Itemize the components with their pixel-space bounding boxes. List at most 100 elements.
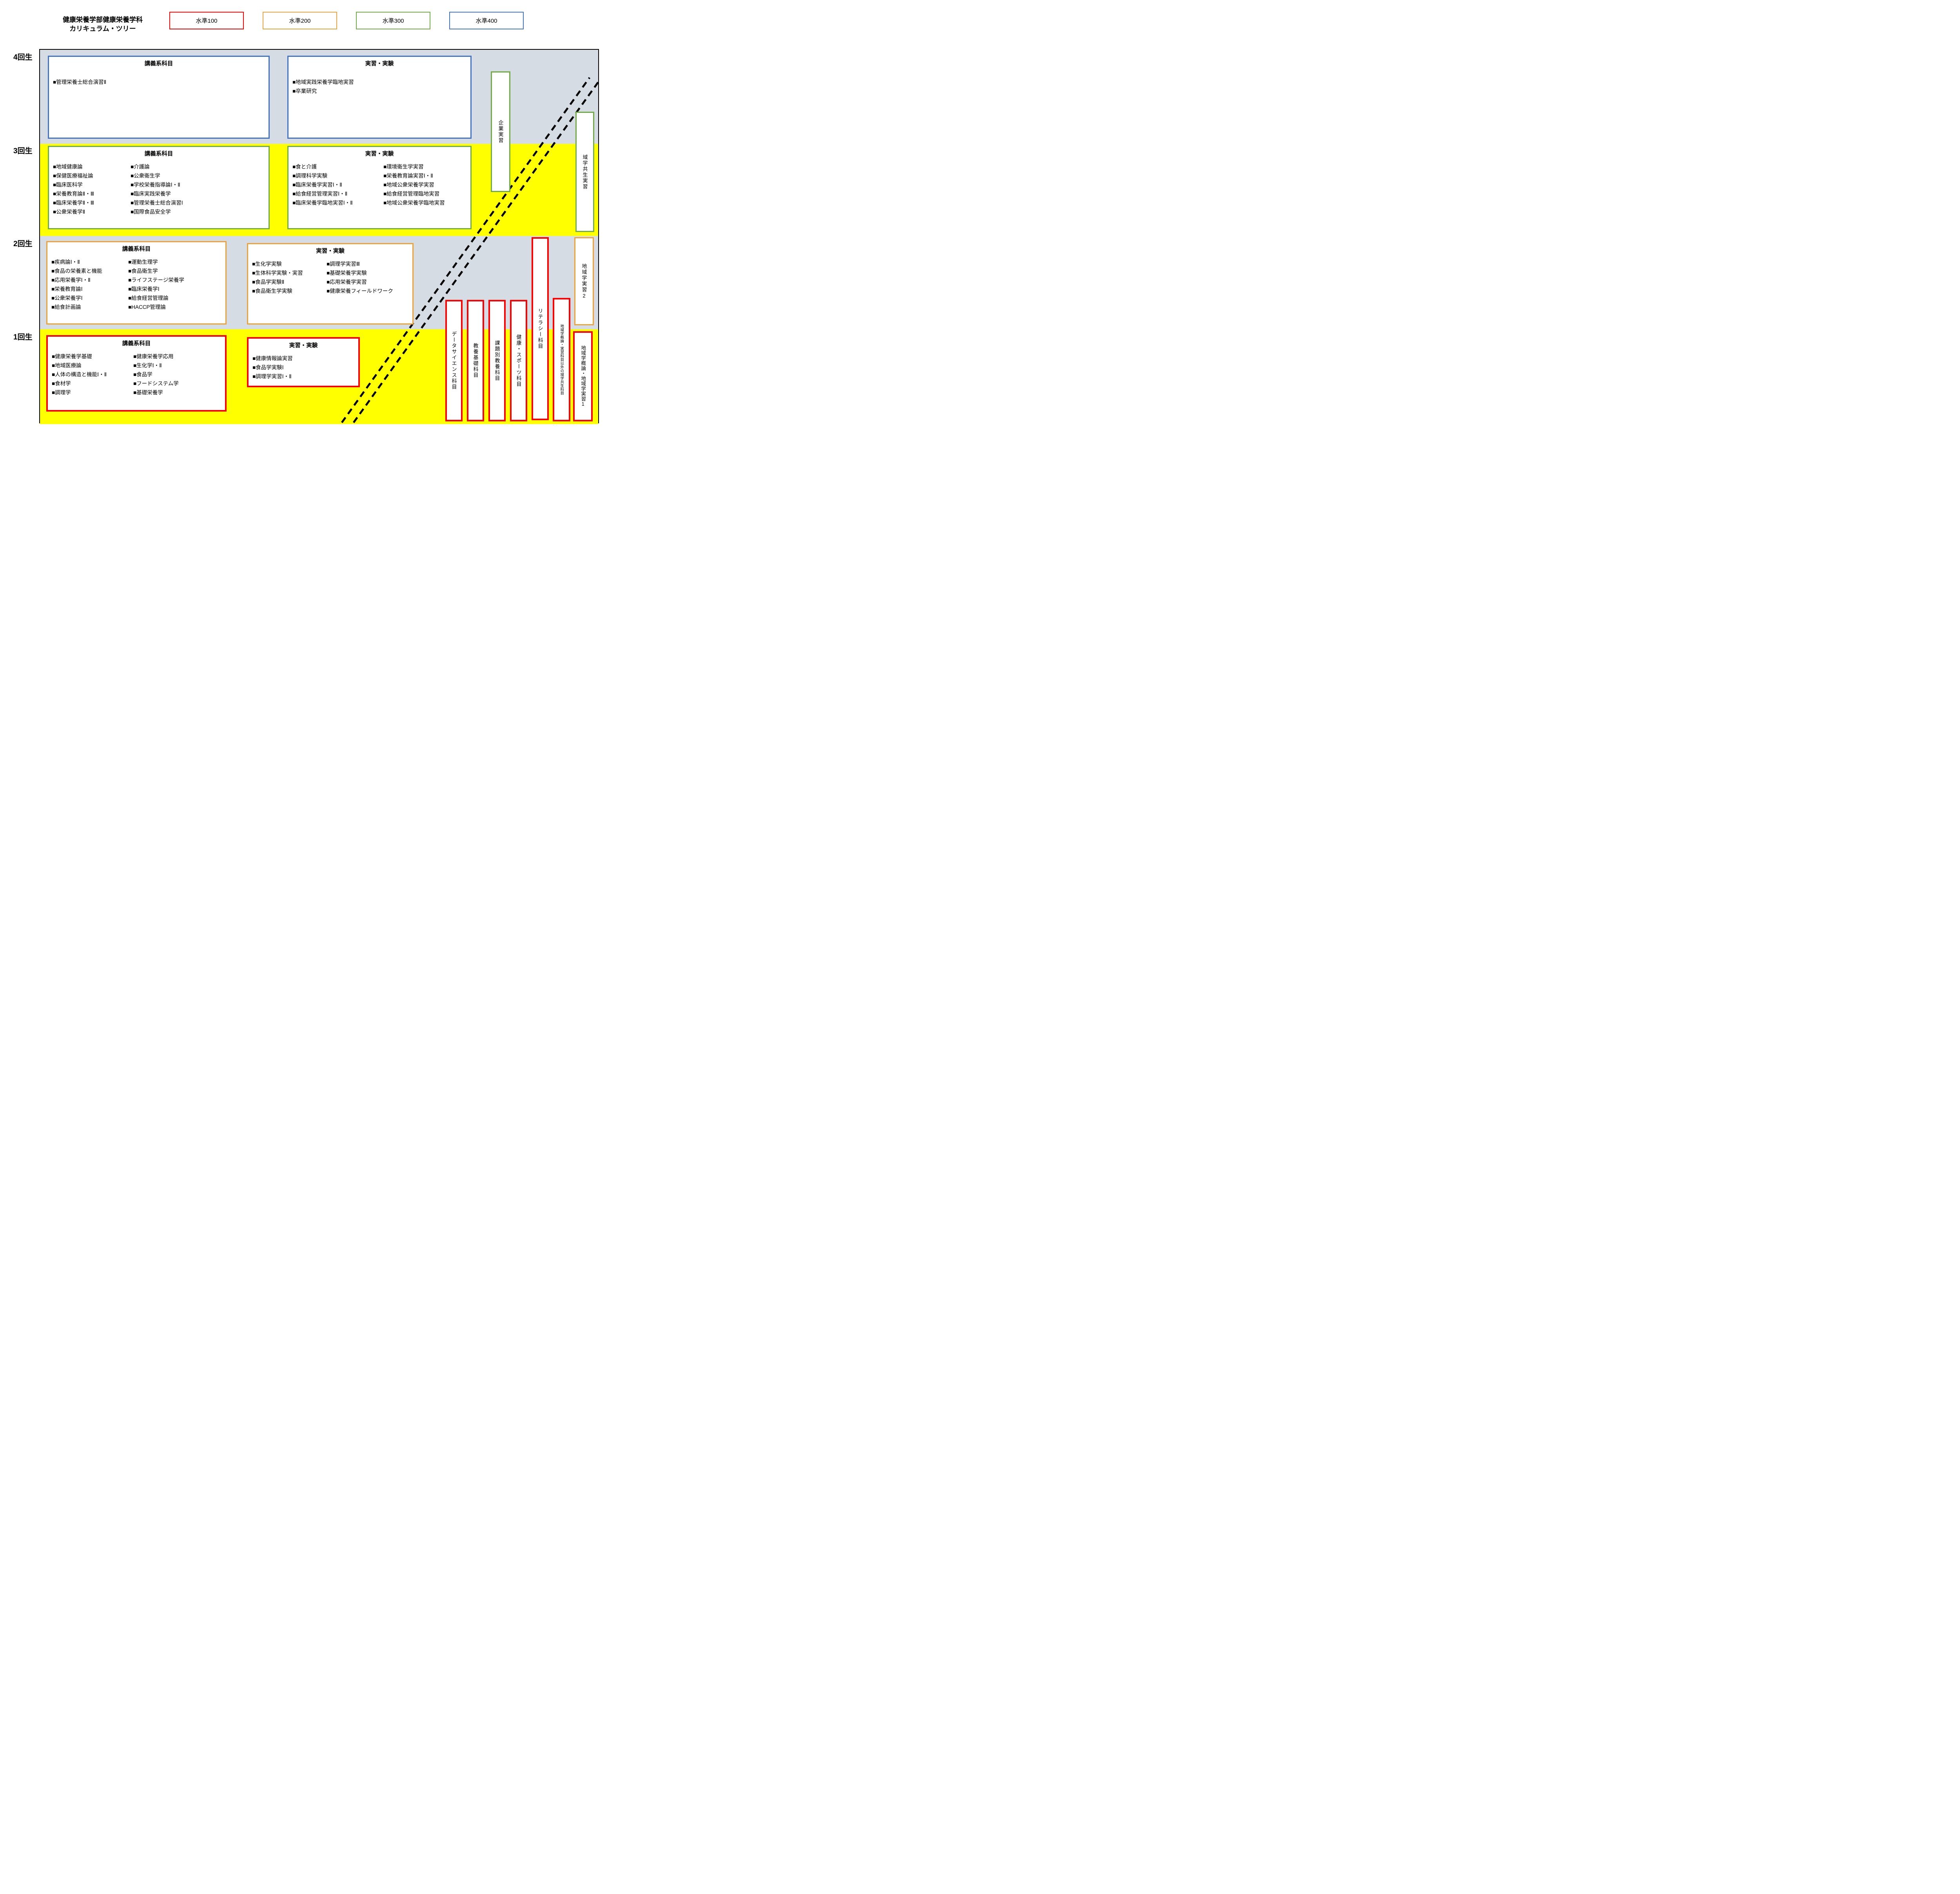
course-item: ■国際食品安全学 bbox=[131, 209, 171, 215]
course-list: ■地域実践栄養学臨地実習■卒業研究 bbox=[292, 78, 466, 96]
datascience-subjects-label: データサイエンス科目 bbox=[451, 331, 457, 390]
year3-practice-box: 実習・実験 ■食と介護 ■調理科学実験 ■臨床栄養学実習Ⅰ・Ⅱ ■給食経営管理実習Ⅰ・… bbox=[287, 146, 472, 229]
course-item: ■給食計画論 bbox=[51, 304, 81, 310]
year4-lecture-box: 講義系科目 ■管理栄養士総合演習Ⅱ bbox=[48, 56, 270, 139]
course-item: ■公衆栄養学Ⅰ bbox=[51, 295, 83, 301]
course-item: ■調理学実習Ⅲ bbox=[327, 261, 360, 267]
page-title-line1: 健康栄養学部健康栄養学科 bbox=[63, 16, 143, 24]
community-other-subjects-label: 地域学概論・実習科目以外の域学共生科目 bbox=[559, 324, 564, 395]
course-item: ■保健医療福祉論 bbox=[53, 173, 93, 179]
liberal-basic-subjects-label: 教養基礎科目 bbox=[472, 343, 479, 378]
course-item: ■給食経営管理臨地実習 bbox=[383, 191, 440, 197]
corporate-practice-box: 企業実習 bbox=[491, 71, 510, 192]
corporate-practice-label: 企業実習 bbox=[497, 120, 504, 143]
course-item: ■臨床医科学 bbox=[53, 182, 83, 188]
row-label-year1: 1回生 bbox=[13, 333, 33, 341]
legend-level-100: 水準100 bbox=[169, 12, 244, 29]
curriculum-tree-page: 健康栄養学部健康栄養学科 カリキュラム・ツリー 水準100 水準200 水準30… bbox=[0, 0, 612, 435]
community-other-subjects-box: 地域学概論・実習科目以外の域学共生科目 bbox=[553, 298, 570, 421]
box-header: 講義系科目 bbox=[144, 61, 173, 67]
course-item: ■調理科学実験 bbox=[292, 173, 328, 179]
course-list-col2: ■健康栄養学応用■生化学Ⅰ・Ⅱ■食品学■フードシステム学■基礎栄養学 bbox=[133, 352, 179, 397]
course-item: ■HACCP管理論 bbox=[128, 304, 166, 310]
course-item: ■食品の栄養素と機能 bbox=[51, 268, 102, 274]
course-item: ■環境衛生学実習 bbox=[383, 164, 424, 170]
course-list-col1: ■生化学実験■生体科学実験・実習■食品学実験Ⅱ■食品衛生学実験 bbox=[252, 259, 327, 296]
course-item: ■介護論 bbox=[131, 164, 150, 170]
course-item: ■管理栄養士総合演習Ⅰ bbox=[131, 200, 183, 206]
year1-lecture-box: 講義系科目 ■健康栄養学基礎■地域医療論■人体の構造と機能Ⅰ・Ⅱ■食材学■調理学… bbox=[46, 335, 227, 412]
community-coexist-practice-label: 域学共生実習 bbox=[582, 154, 588, 190]
course-list-col1: ■地域健康論 ■保健医療福祉論 ■臨床医科学 ■栄養教育論Ⅱ・Ⅲ ■臨床栄養学Ⅱ・Ⅲ ■公… bbox=[53, 162, 131, 216]
thematic-liberal-subjects-box: 課題別教養科目 bbox=[488, 300, 506, 421]
course-list-col2: ■調理学実習Ⅲ ■基礎栄養学実験 ■応用栄養学実習 ■健康栄養フィールドワーク bbox=[327, 259, 393, 296]
legend-label-300: 水準300 bbox=[382, 18, 404, 24]
literacy-subjects-label: リテラシー科目 bbox=[537, 308, 543, 349]
course-item: ■栄養教育論Ⅰ bbox=[51, 286, 83, 292]
course-item: ■臨床栄養学実習Ⅰ・Ⅱ bbox=[292, 182, 342, 188]
course-item: ■疾病論Ⅰ・Ⅱ bbox=[51, 259, 80, 265]
course-item: ■基礎栄養学実験 bbox=[327, 270, 367, 276]
box-header: 講義系科目 bbox=[122, 341, 151, 347]
legend-label-100: 水準100 bbox=[196, 18, 218, 24]
box-header: 実習・実験 bbox=[289, 343, 318, 349]
course-item: ■臨床実践栄養学 bbox=[131, 191, 171, 197]
legend-level-400: 水準400 bbox=[449, 12, 524, 29]
course-item: ■学校栄養指導論Ⅰ・Ⅱ bbox=[131, 182, 180, 188]
course-item: ■公衆栄養学Ⅱ bbox=[53, 209, 85, 215]
course-item: ■臨床栄養学Ⅱ・Ⅲ bbox=[53, 200, 94, 206]
course-item: ■給食経営管理実習Ⅰ・Ⅱ bbox=[292, 191, 348, 197]
course-item: ■食品学実験Ⅰ bbox=[252, 365, 284, 370]
year4-practice-box: 実習・実験 ■地域実践栄養学臨地実習■卒業研究 bbox=[287, 56, 472, 139]
year3-lecture-box: 講義系科目 ■地域健康論 ■保健医療福祉論 ■臨床医科学 ■栄養教育論Ⅱ・Ⅲ ■臨床栄養… bbox=[48, 146, 270, 229]
course-item: ■健康栄養フィールドワーク bbox=[327, 288, 393, 294]
course-item: ■地域健康論 bbox=[53, 164, 83, 170]
course-item: ■人体の構造と機能Ⅰ・Ⅱ bbox=[52, 372, 107, 377]
course-item: ■健康栄養学応用 bbox=[133, 354, 174, 359]
thematic-liberal-subjects-label: 課題別教養科目 bbox=[494, 340, 500, 381]
course-item: ■給食経営管理論 bbox=[128, 295, 169, 301]
community-intro-practice1-label: 地域学概論・地域学実習1 bbox=[580, 345, 586, 407]
course-item: ■栄養教育論Ⅱ・Ⅲ bbox=[53, 191, 94, 197]
course-item: ■食品衛生学実験 bbox=[252, 288, 292, 294]
course-item: ■食品学 bbox=[133, 372, 152, 377]
course-item: ■調理学実習Ⅰ・Ⅱ bbox=[252, 374, 292, 379]
health-sports-subjects-box: 健康・スポーツ科目 bbox=[510, 300, 527, 421]
course-item: ■ライフステージ栄養学 bbox=[128, 277, 184, 283]
course-list-col1: ■食と介護■調理科学実験■臨床栄養学実習Ⅰ・Ⅱ■給食経営管理実習Ⅰ・Ⅱ■臨床栄養… bbox=[292, 162, 383, 207]
legend-level-200: 水準200 bbox=[263, 12, 337, 29]
course-item: ■地域公衆栄養学臨地実習 bbox=[383, 200, 445, 206]
course-list-col2: ■介護論 ■公衆衛生学 ■学校栄養指導論Ⅰ・Ⅱ ■臨床実践栄養学 ■管理栄養士総合演習Ⅰ… bbox=[131, 162, 183, 216]
course-item: ■応用栄養学実習 bbox=[327, 279, 367, 285]
year1-practice-box: 実習・実験 ■健康情報論実習 ■食品学実験Ⅰ ■調理学実習Ⅰ・Ⅱ bbox=[247, 337, 360, 387]
legend-label-400: 水準400 bbox=[475, 18, 497, 24]
datascience-subjects-box: データサイエンス科目 bbox=[445, 300, 463, 421]
health-sports-subjects-label: 健康・スポーツ科目 bbox=[515, 334, 522, 387]
page-title: 健康栄養学部健康栄養学科 カリキュラム・ツリー bbox=[46, 16, 159, 34]
course-item: ■公衆衛生学 bbox=[131, 173, 160, 179]
course-item: ■調理学 bbox=[52, 390, 71, 395]
course-item: ■食と介護 bbox=[292, 164, 317, 170]
legend-level-300: 水準300 bbox=[356, 12, 430, 29]
course-item: ■応用栄養学Ⅰ・Ⅱ bbox=[51, 277, 91, 283]
course-item: ■健康情報論実習 bbox=[252, 356, 293, 361]
course-item: ■地域実践栄養学臨地実習 bbox=[292, 79, 354, 85]
course-item: ■生化学実験 bbox=[252, 261, 282, 267]
box-header: 実習・実験 bbox=[365, 151, 394, 157]
page-title-line2: カリキュラム・ツリー bbox=[69, 25, 136, 33]
row-label-year3: 3回生 bbox=[13, 147, 33, 155]
year2-practice-box: 実習・実験 ■生化学実験■生体科学実験・実習■食品学実験Ⅱ■食品衛生学実験 ■調… bbox=[247, 243, 414, 325]
course-item: ■食品衛生学 bbox=[128, 268, 158, 274]
literacy-subjects-box: リテラシー科目 bbox=[532, 237, 549, 420]
box-header: 講義系科目 bbox=[144, 151, 173, 157]
course-list-col2: ■運動生理学■食品衛生学■ライフステージ栄養学■臨床栄養学Ⅰ■給食経営管理論■H… bbox=[128, 258, 184, 312]
course-item: ■地域公衆栄養学実習 bbox=[383, 182, 434, 188]
community-practice2-label: 地域学実習2 bbox=[581, 263, 587, 299]
row-label-year2: 2回生 bbox=[13, 240, 33, 248]
community-practice2-box: 地域学実習2 bbox=[574, 237, 594, 325]
community-intro-practice1-box: 地域学概論・地域学実習1 bbox=[573, 331, 593, 421]
course-list-col2: ■環境衛生学実習■栄養教育論実習Ⅰ・Ⅱ■地域公衆栄養学実習■給食経営管理臨地実習… bbox=[383, 162, 445, 207]
course-item: ■基礎栄養学 bbox=[133, 390, 163, 395]
box-header: 講義系科目 bbox=[122, 246, 151, 252]
course-item: ■生化学Ⅰ・Ⅱ bbox=[133, 363, 162, 368]
